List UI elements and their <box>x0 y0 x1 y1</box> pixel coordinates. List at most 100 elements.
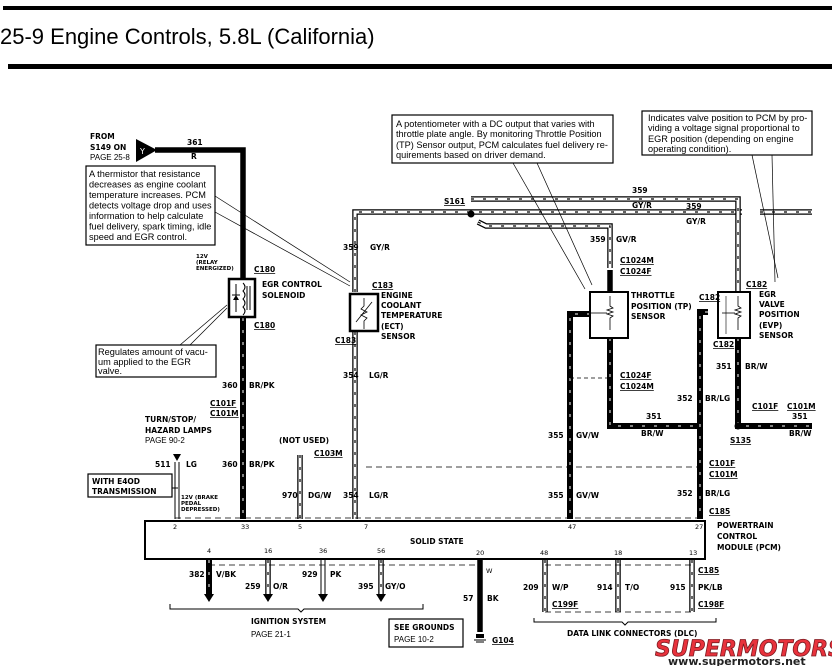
wire-351-number: 351 <box>716 362 732 371</box>
pcm-label: MODULE (PCM) <box>717 543 781 552</box>
wire-359 <box>352 209 742 292</box>
wire-354-number: 354 <box>343 491 359 500</box>
connector-c103m: C103M <box>314 449 343 458</box>
wire-354-color: LG/R <box>369 491 389 500</box>
wire-359-color: GY/R <box>370 243 390 252</box>
relay-note: (RELAY <box>196 260 219 266</box>
ect-label: SENSOR <box>381 332 416 341</box>
connector-c182: C182 <box>699 293 720 302</box>
wire-361 <box>155 147 246 280</box>
evp-label: SENSOR <box>759 331 794 340</box>
connector-c1024f: C1024F <box>620 267 652 276</box>
tp-sensor[interactable] <box>589 291 629 339</box>
egr-control-solenoid[interactable] <box>227 277 257 319</box>
wire-359 <box>471 196 741 292</box>
svg-text:valve.: valve. <box>98 366 122 376</box>
wire-360-color: BR/PK <box>249 381 276 390</box>
svg-text:throttle plate angle. By monit: throttle plate angle. By monitoring Thro… <box>396 129 602 139</box>
wire-57-number: 57 <box>463 594 473 603</box>
evp-sensor[interactable] <box>717 291 751 339</box>
wire-352-color: BR/LG <box>705 489 730 498</box>
splice-s135: S135 <box>730 436 751 445</box>
wire-359-number: 359 <box>632 186 648 195</box>
svg-text:quirements based on driver dem: quirements based on driver demand. <box>396 150 546 160</box>
pin-label: 13 <box>689 549 697 557</box>
svg-text:um applied to the EGR: um applied to the EGR <box>98 357 191 367</box>
header-rule <box>8 64 832 69</box>
connector-c183: C183 <box>372 281 393 290</box>
connector-c1024m: C1024M <box>620 382 654 391</box>
turn-lamps-page[interactable]: PAGE 90-2 <box>145 436 185 445</box>
svg-text:fuel delivery, spark timing, i: fuel delivery, spark timing, idle <box>89 222 211 232</box>
wire-352-number: 352 <box>677 394 693 403</box>
top-rule <box>3 6 832 10</box>
relay-note: 12V <box>196 254 209 260</box>
arrow-down-icon <box>318 594 328 602</box>
connector-c198f: C198F <box>698 600 724 609</box>
splice-s135-dot <box>734 422 742 430</box>
not-used-label: (NOT USED) <box>279 436 329 445</box>
connector-c101m: C101M <box>787 402 816 411</box>
pcm-label: POWERTRAIN <box>717 521 773 530</box>
connector-c182: C182 <box>713 340 734 349</box>
splice-s161: S161 <box>444 197 465 206</box>
see-grounds-note[interactable]: SEE GROUNDS PAGE 10-2 <box>388 618 464 648</box>
evp-label: POSITION <box>759 310 800 319</box>
wire-352 <box>697 309 708 519</box>
pcm-module[interactable] <box>144 520 706 560</box>
wire-355-number: 355 <box>548 431 564 440</box>
wire-915-number: 915 <box>670 583 686 592</box>
turn-lamps-label: HAZARD LAMPS <box>145 426 212 435</box>
svg-text:SEE GROUNDS: SEE GROUNDS <box>394 623 455 632</box>
page-title: 25-9 Engine Controls, 5.8L (California) <box>0 24 375 49</box>
source-page[interactable]: PAGE 25-8 <box>90 153 130 162</box>
from-label: FROM <box>90 132 115 141</box>
svg-text:TRANSMISSION: TRANSMISSION <box>92 487 157 496</box>
svg-text:SUPERMOTORS: SUPERMOTORS <box>655 637 832 662</box>
ignition-brace <box>169 604 424 613</box>
wire-351-color: BR/W <box>745 362 768 371</box>
brake-note: DEPRESSED) <box>181 507 220 513</box>
wire-355-color: GV/W <box>576 431 600 440</box>
tp-label: SENSOR <box>631 312 666 321</box>
pin-label: 5 <box>298 523 302 531</box>
svg-text:information to help calculate: information to help calculate <box>89 211 203 221</box>
ect-sensor[interactable] <box>348 292 380 333</box>
connector-c101f: C101F <box>752 402 778 411</box>
wire-970-color: DG/W <box>308 491 332 500</box>
svg-text:Indicates valve position to PC: Indicates valve position to PCM by pro- <box>648 113 807 123</box>
wire-259-number: 259 <box>245 582 261 591</box>
evp-label: VALVE <box>759 300 785 309</box>
pcm-solid-state: SOLID STATE <box>410 537 464 546</box>
egr-solenoid-label: EGR CONTROL <box>262 280 322 289</box>
connector-c101f: C101F <box>709 459 735 468</box>
arrow-down-icon <box>376 594 386 602</box>
svg-text:speed and EGR control.: speed and EGR control. <box>89 232 187 242</box>
connector-c101m: C101M <box>709 470 738 479</box>
wire-970-number: 970 <box>282 491 298 500</box>
svg-text:operating condition).: operating condition). <box>648 144 731 154</box>
wire-359 <box>476 219 613 268</box>
turn-lamps-label: TURN/STOP/ <box>145 415 196 424</box>
wire-382-color: V/BK <box>216 570 237 579</box>
relay-note: ENERGIZED) <box>196 266 234 272</box>
tp-note: A potentiometer with a DC output that va… <box>391 114 614 290</box>
ect-label: (ECT) <box>381 322 404 331</box>
svg-text:(TP) Sensor output, PCM calcul: (TP) Sensor output, PCM calculates fuel … <box>396 140 608 150</box>
pin-label: 33 <box>241 523 249 531</box>
ignition-system-page[interactable]: PAGE 21-1 <box>251 630 291 639</box>
egr-solenoid-note: Regulates amount of vacu- um applied to … <box>95 304 228 378</box>
wire-395-color: GY/O <box>385 582 406 591</box>
connector-arrow-icon <box>136 139 157 162</box>
svg-text:viding a voltage signal propor: viding a voltage signal proportional to <box>648 123 800 133</box>
pin-label: 7 <box>364 523 368 531</box>
svg-text:A thermistor that resistance: A thermistor that resistance <box>89 169 200 179</box>
connector-c180: C180 <box>254 265 275 274</box>
wire-209-number: 209 <box>523 583 539 592</box>
svg-text:Regulates amount of vacu-: Regulates amount of vacu- <box>98 347 208 357</box>
arrow-down-icon <box>263 594 273 602</box>
wire-359-number: 359 <box>686 202 702 211</box>
dlc-label: DATA LINK CONNECTORS (DLC) <box>567 629 697 638</box>
wire-209-color: W/P <box>552 583 569 592</box>
connector-c1024f: C1024F <box>620 371 652 380</box>
